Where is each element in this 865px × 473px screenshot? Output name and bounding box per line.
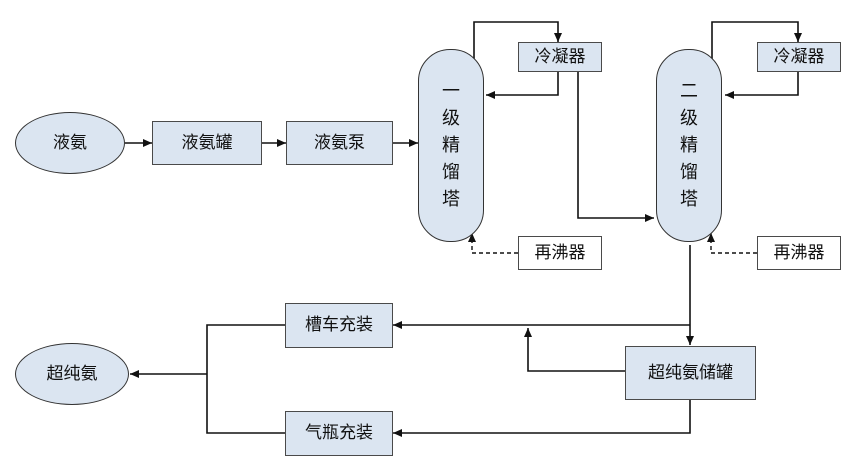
reboiler-2-node: 再沸器 (757, 236, 841, 270)
ultrapure-ammonia-tank-label: 超纯氨储罐 (648, 362, 733, 383)
cylinder-filling-label: 气瓶充装 (305, 423, 373, 443)
condenser-2-label: 冷凝器 (773, 46, 825, 67)
tanker-filling-label: 槽车充装 (305, 315, 373, 335)
line-condenser1-to-tower2 (577, 72, 654, 222)
line-tower1-top-to-condenser1 (473, 21, 562, 64)
tower2-char-5: 塔 (680, 189, 698, 210)
line-tower2-top-to-condenser2 (711, 21, 802, 64)
liquid-ammonia-tank-node: 液氨罐 (152, 121, 262, 165)
tower2-char-2: 级 (680, 108, 698, 129)
reboiler-2-label: 再沸器 (773, 242, 825, 263)
ultrapure-ammonia-tank-node: 超纯氨储罐 (625, 346, 756, 400)
ultrapure-ammonia-node: 超纯氨 (15, 343, 129, 405)
reboiler-1-node: 再沸器 (518, 236, 602, 270)
liquid-ammonia-label: 液氨 (53, 132, 87, 153)
line-storage-to-cylinder-filling (393, 400, 691, 437)
dashed-reboiler1-to-tower1 (468, 233, 518, 254)
line-storage-to-tanker-branch (524, 328, 625, 372)
ultrapure-ammonia-label: 超纯氨 (46, 363, 98, 384)
tower1-char-3: 精 (442, 135, 460, 156)
reboiler-1-label: 再沸器 (534, 242, 586, 263)
secondary-distillation-tower: 二 级 精 馏 塔 (656, 49, 722, 242)
line-tanker-to-output (206, 324, 285, 434)
liquid-ammonia-pump-node: 液氨泵 (286, 121, 393, 165)
liquid-ammonia-tank-label: 液氨罐 (181, 132, 233, 153)
condenser-2-node: 冷凝器 (757, 42, 841, 72)
condenser-1-label: 冷凝器 (534, 46, 586, 67)
tower1-char-1: 一 (442, 81, 460, 102)
tower2-char-1: 二 (680, 81, 698, 102)
line-condenser2-reflux-to-tower2 (725, 72, 799, 99)
cylinder-filling-node: 气瓶充装 (285, 411, 393, 456)
tower1-char-5: 塔 (442, 189, 460, 210)
tower2-char-3: 精 (680, 135, 698, 156)
line-condenser1-reflux-to-tower1 (486, 72, 559, 99)
tower1-char-4: 馏 (442, 162, 460, 183)
tower2-char-4: 馏 (680, 162, 698, 183)
dashed-reboiler2-to-tower2 (707, 233, 757, 254)
primary-distillation-tower: 一 级 精 馏 塔 (418, 49, 484, 242)
tanker-filling-node: 槽车充装 (285, 303, 393, 348)
tower1-char-2: 级 (442, 108, 460, 129)
liquid-ammonia-pump-label: 液氨泵 (314, 132, 365, 153)
liquid-ammonia-node: 液氨 (15, 112, 125, 174)
condenser-1-node: 冷凝器 (518, 42, 602, 72)
